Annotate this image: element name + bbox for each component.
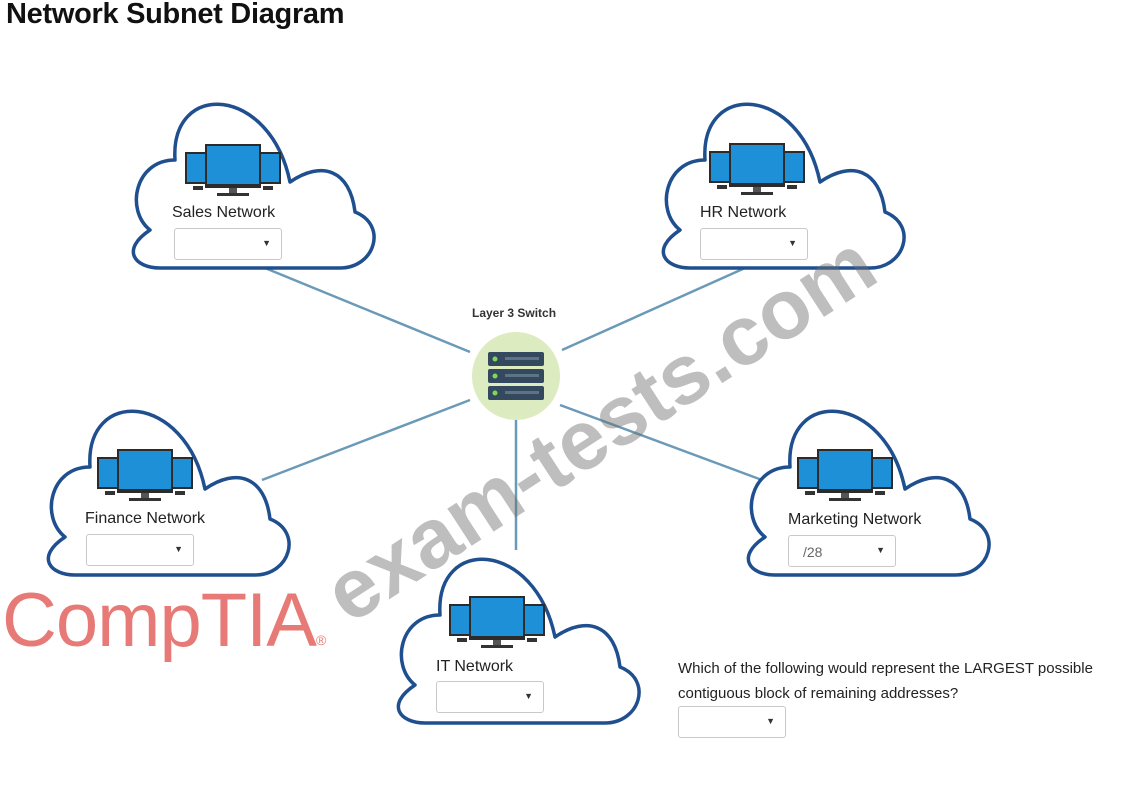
finance-network-dropdown[interactable]: ▼: [86, 534, 194, 566]
sales-network-dropdown[interactable]: ▼: [174, 228, 282, 260]
dropdown-value: /28: [803, 544, 823, 560]
cloud-marketing: [746, 409, 991, 577]
caret-down-icon: ▼: [876, 545, 885, 555]
it-network-label: IT Network: [436, 658, 514, 675]
caret-down-icon: ▼: [524, 691, 533, 701]
layer3-switch: [472, 332, 560, 420]
marketing-network-label: Marketing Network: [788, 511, 922, 528]
link-sales: [264, 266, 471, 354]
server-rack-icon: [488, 352, 544, 400]
registered-mark: ®: [315, 632, 326, 648]
caret-down-icon: ▼: [174, 544, 183, 554]
comptia-logo: CompTIA®: [2, 583, 326, 659]
page-title: Network Subnet Diagram: [6, 0, 345, 30]
link-finance: [261, 398, 471, 482]
hr-network-label: HR Network: [700, 204, 787, 221]
largest-block-dropdown[interactable]: ▼: [678, 706, 786, 738]
hr-network-dropdown[interactable]: ▼: [700, 228, 808, 260]
caret-down-icon: ▼: [766, 716, 775, 726]
sales-network-label: Sales Network: [172, 204, 276, 221]
question-text: Which of the following would represent t…: [678, 660, 1093, 702]
finance-network-label: Finance Network: [85, 510, 206, 527]
marketing-network-dropdown[interactable]: /28 ▼: [788, 535, 896, 567]
switch-label: Layer 3 Switch: [472, 306, 557, 320]
caret-down-icon: ▼: [262, 238, 271, 248]
link-marketing: [559, 403, 763, 482]
link-hr: [561, 266, 746, 352]
it-network-dropdown[interactable]: ▼: [436, 681, 544, 713]
caret-down-icon: ▼: [788, 238, 797, 248]
logo-text: CompTIA: [2, 578, 317, 663]
